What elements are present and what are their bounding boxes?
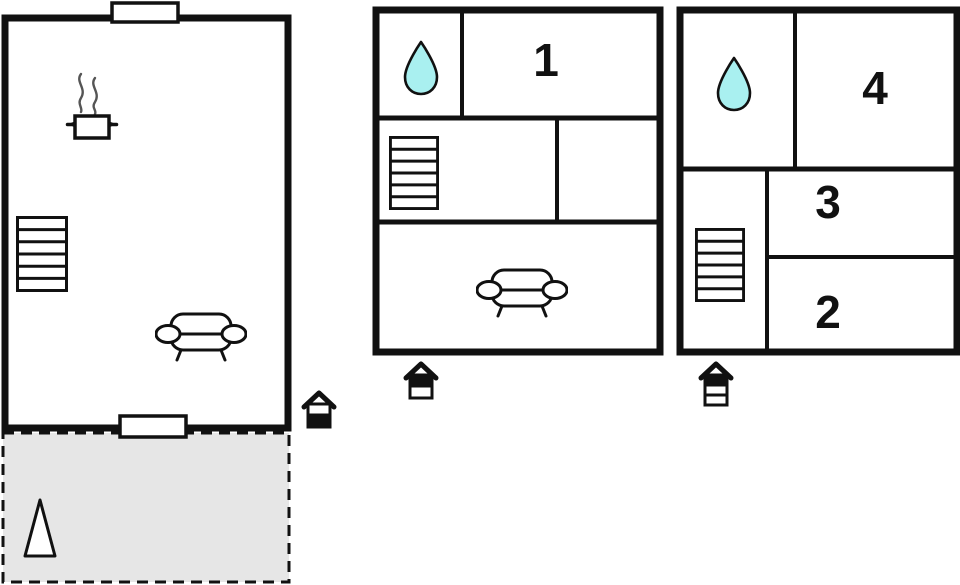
room-label-4: 4 [862, 62, 888, 114]
terrace-area [1, 431, 291, 584]
stairs-icon [389, 136, 439, 210]
window-top [110, 1, 180, 24]
entrance-house-icon [301, 390, 337, 429]
room-label-1: 1 [533, 34, 559, 86]
room-label-3: 3 [815, 176, 841, 228]
stairs-icon [695, 228, 745, 302]
plan-ground-floor [1, 1, 337, 584]
terrace-outline [1, 431, 291, 584]
cooking-pot-icon [65, 72, 119, 140]
window-bottom [118, 414, 188, 439]
sofa-icon [155, 312, 247, 362]
room-label-2: 2 [815, 286, 841, 338]
entrance-house-icon [698, 361, 734, 407]
entrance-house-icon [403, 361, 439, 400]
plan-first-floor: 1 [372, 6, 664, 400]
plan-second-floor: 4 3 2 [676, 6, 960, 407]
stairs-icon [16, 216, 68, 292]
